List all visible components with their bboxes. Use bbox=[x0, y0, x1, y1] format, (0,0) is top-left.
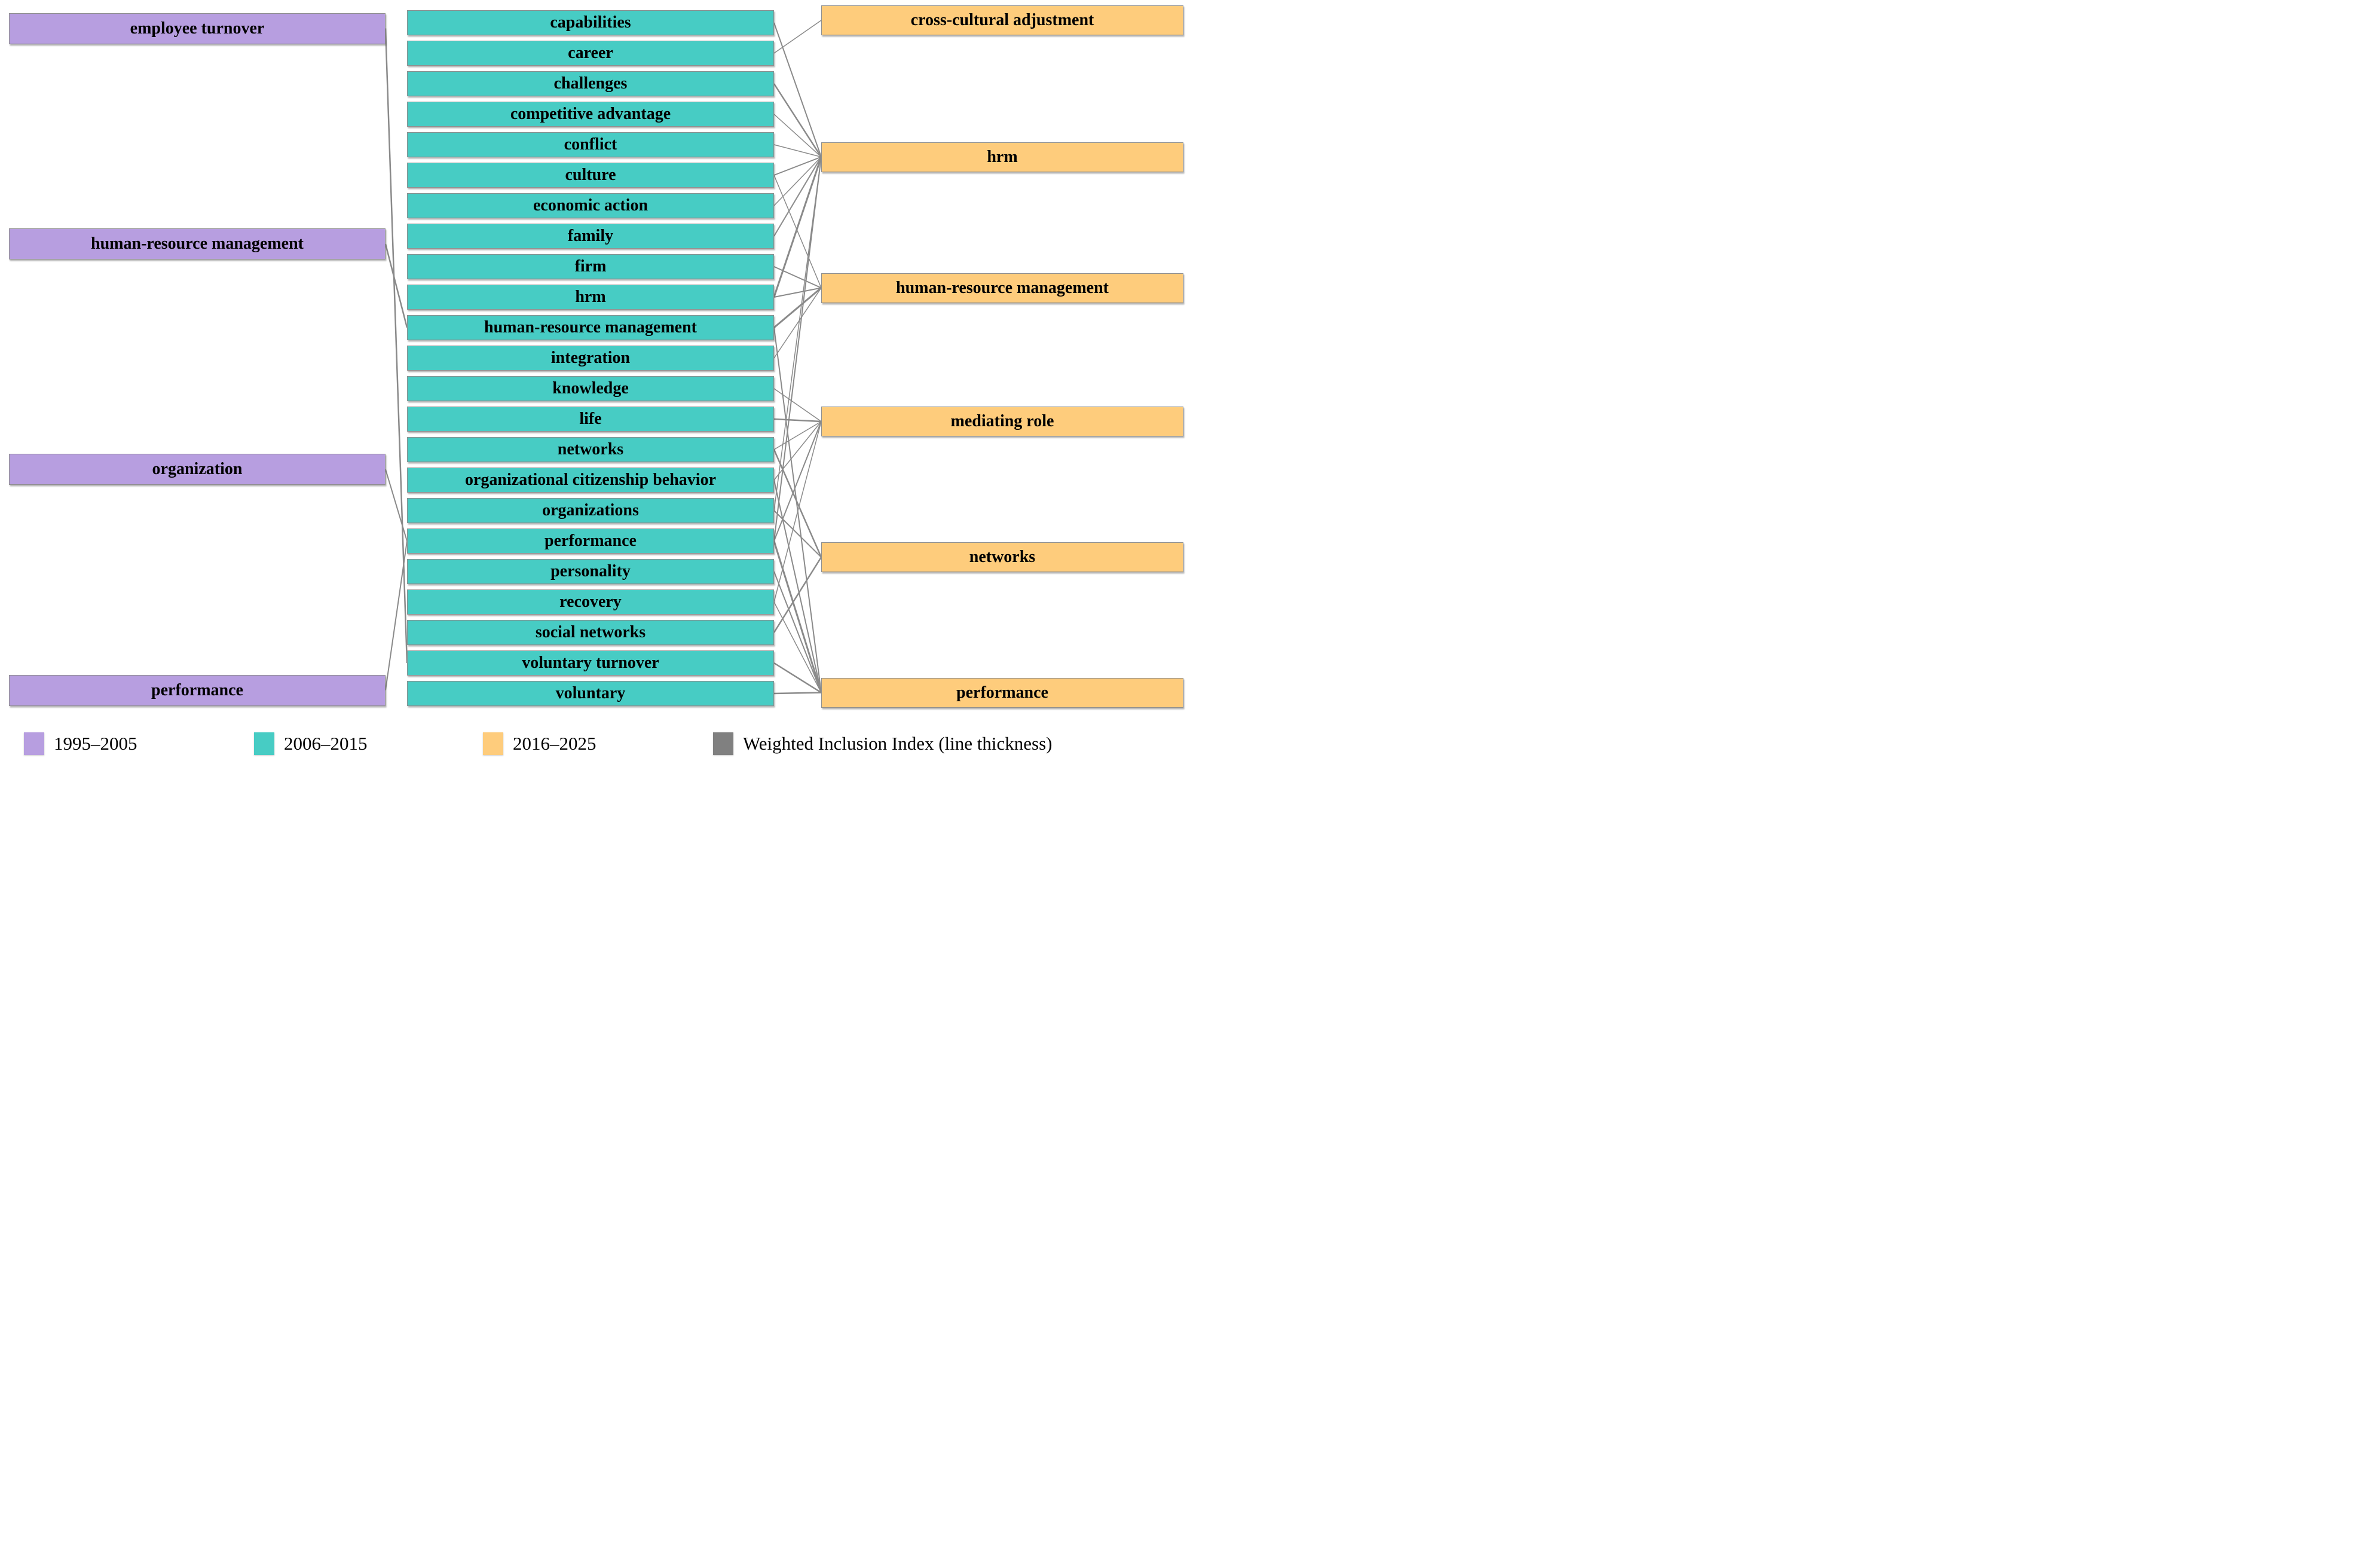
node-employee-turnover: employee turnover bbox=[9, 13, 386, 44]
node-integration: integration bbox=[407, 346, 774, 371]
link-firm-to-human-resource-management bbox=[773, 266, 822, 289]
node-capabilities: capabilities bbox=[407, 10, 774, 35]
node-recovery: recovery bbox=[407, 589, 774, 615]
legend-label: 1995–2005 bbox=[54, 733, 137, 754]
links-layer bbox=[384, 20, 822, 695]
link-human-resource-management-to-human-resource-management bbox=[773, 287, 822, 329]
legend-item-weighted-inclusion-index: Weighted Inclusion Index (line thickness… bbox=[713, 731, 1052, 757]
node-life: life bbox=[407, 407, 774, 432]
legend-swatch-2006-2015 bbox=[254, 732, 274, 755]
link-conflict-to-hrm bbox=[773, 144, 822, 158]
node-human-resource-management: human-resource management bbox=[9, 228, 386, 259]
link-human-resource-management-to-human-resource-management bbox=[384, 243, 408, 328]
link-networks-to-networks bbox=[773, 449, 822, 558]
link-culture-to-human-resource-management bbox=[773, 175, 822, 288]
node-challenges: challenges bbox=[407, 71, 774, 96]
link-employee-turnover-to-voluntary-turnover bbox=[384, 28, 408, 664]
link-career-to-cross-cultural-adjustment bbox=[773, 20, 822, 54]
node-competitive-advantage: competitive advantage bbox=[407, 102, 774, 127]
node-conflict: conflict bbox=[407, 132, 774, 157]
link-performance-to-hrm bbox=[773, 157, 822, 542]
link-economic-action-to-hrm bbox=[773, 156, 822, 206]
legend-item-1995-2005: 1995–2005 bbox=[24, 731, 137, 757]
node-networks: networks bbox=[407, 437, 774, 462]
legend-swatch-weighted-inclusion-index bbox=[713, 732, 733, 755]
node-knowledge: knowledge bbox=[407, 376, 774, 401]
link-organizational-citizenship-behavior-to-performance bbox=[773, 479, 822, 693]
link-recovery-to-performance bbox=[773, 601, 822, 693]
node-performance: performance bbox=[821, 677, 1183, 708]
link-hrm-to-hrm bbox=[773, 157, 822, 298]
link-hrm-to-human-resource-management bbox=[773, 287, 822, 298]
node-networks: networks bbox=[821, 542, 1183, 572]
node-performance: performance bbox=[407, 528, 774, 554]
link-organizational-citizenship-behavior-to-mediating-role bbox=[773, 421, 822, 481]
legend-item-2006-2015: 2006–2015 bbox=[254, 731, 368, 757]
link-competitive-advantage-to-hrm bbox=[773, 114, 822, 158]
link-performance-to-performance bbox=[385, 540, 408, 690]
link-voluntary-to-performance bbox=[773, 692, 822, 695]
legend-swatch-2016-2025 bbox=[483, 732, 503, 755]
link-organization-to-performance bbox=[385, 469, 408, 542]
node-performance: performance bbox=[9, 674, 386, 706]
node-personality: personality bbox=[407, 559, 774, 584]
link-challenges-to-hrm bbox=[773, 83, 822, 158]
link-performance-to-performance bbox=[773, 540, 822, 693]
thematic-evolution-diagram: employee turnover human-resource manageme… bbox=[0, 0, 1190, 773]
node-career: career bbox=[407, 41, 774, 66]
node-voluntary: voluntary bbox=[407, 681, 774, 706]
link-life-to-mediating-role bbox=[773, 418, 822, 423]
link-culture-to-hrm bbox=[773, 156, 822, 176]
node-hrm: hrm bbox=[821, 142, 1183, 172]
legend-label: 2016–2025 bbox=[513, 733, 596, 754]
link-capabilities-to-hrm bbox=[773, 22, 822, 157]
link-integration-to-human-resource-management bbox=[773, 288, 822, 359]
legend: 1995–2005 2006–2015 2016–2025 Weighted I… bbox=[0, 731, 1190, 757]
node-voluntary-turnover: voluntary turnover bbox=[407, 650, 774, 676]
node-hrm: hrm bbox=[407, 285, 774, 310]
node-economic-action: economic action bbox=[407, 193, 774, 218]
node-organization: organization bbox=[9, 454, 386, 485]
link-networks-to-mediating-role bbox=[773, 421, 822, 450]
legend-item-2016-2025: 2016–2025 bbox=[483, 731, 596, 757]
node-family: family bbox=[407, 224, 774, 249]
node-social-networks: social networks bbox=[407, 620, 774, 645]
link-voluntary-turnover-to-performance bbox=[773, 662, 822, 693]
node-mediating-role: mediating role bbox=[821, 407, 1183, 436]
link-social-networks-to-networks bbox=[773, 557, 822, 633]
node-organizational-citizenship-behavior: organizational citizenship behavior bbox=[407, 468, 774, 493]
node-firm: firm bbox=[407, 254, 774, 279]
link-personality-to-performance bbox=[773, 571, 822, 693]
link-organizations-to-networks bbox=[773, 510, 822, 558]
link-human-resource-management-to-performance bbox=[773, 327, 822, 693]
link-knowledge-to-mediating-role bbox=[773, 388, 822, 422]
legend-label: 2006–2015 bbox=[284, 733, 368, 754]
node-organizations: organizations bbox=[407, 498, 774, 523]
link-performance-to-mediating-role bbox=[773, 421, 822, 542]
link-family-to-hrm bbox=[773, 156, 822, 237]
node-human-resource-management: human-resource management bbox=[407, 315, 774, 340]
node-culture: culture bbox=[407, 163, 774, 188]
link-organizations-to-hrm bbox=[773, 157, 822, 511]
legend-label: Weighted Inclusion Index (line thickness… bbox=[743, 733, 1053, 754]
node-cross-cultural-adjustment: cross-cultural adjustment bbox=[821, 5, 1183, 35]
node-human-resource-management: human-resource management bbox=[821, 273, 1183, 303]
legend-swatch-1995-2005 bbox=[24, 732, 44, 755]
